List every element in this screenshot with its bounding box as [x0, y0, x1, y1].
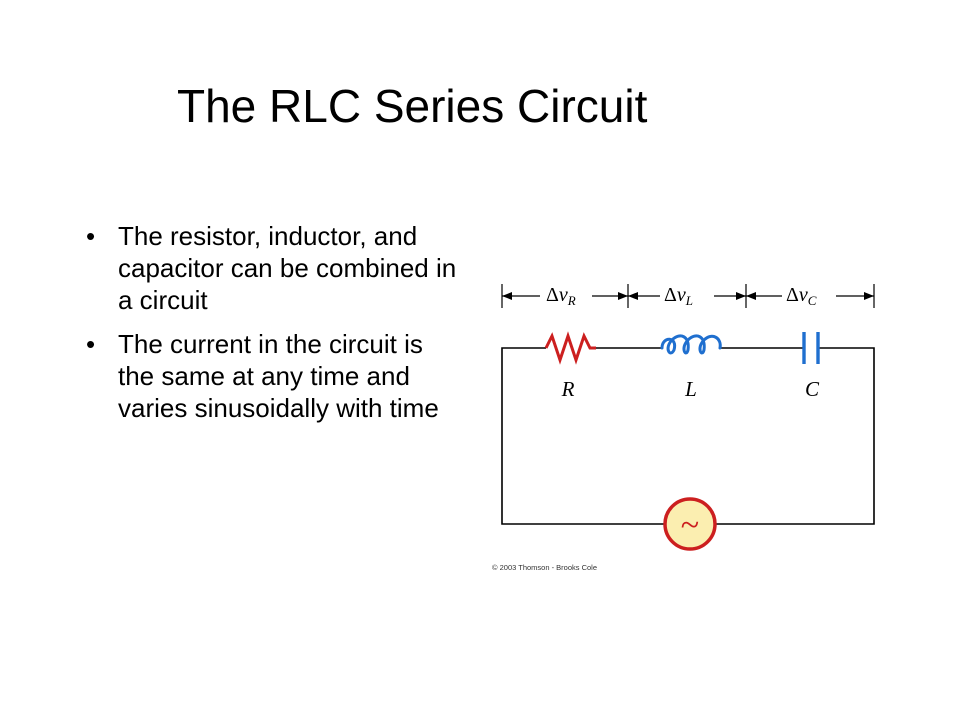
rlc-circuit-diagram: ΔvR ΔvL ΔvC R L C	[484, 270, 888, 576]
voltage-label-capacitor: ΔvC	[786, 284, 817, 308]
bullet-item: The current in the circuit is the same a…	[86, 328, 466, 424]
circuit-wires	[501, 347, 875, 525]
copyright-notice: © 2003 Thomson - Brooks Cole	[492, 563, 597, 572]
inductor-label: L	[684, 377, 697, 401]
bullet-list: The resistor, inductor, and capacitor ca…	[86, 220, 466, 436]
resistor-label: R	[561, 377, 575, 401]
ac-source-icon: ~	[663, 497, 717, 551]
bullet-text: The current in the circuit is the same a…	[118, 329, 439, 423]
voltage-label-resistor: ΔvR	[546, 284, 576, 308]
bullet-text: The resistor, inductor, and capacitor ca…	[118, 221, 457, 315]
voltage-dimension-lines	[501, 284, 875, 308]
resistor-symbol	[544, 331, 596, 365]
bullet-item: The resistor, inductor, and capacitor ca…	[86, 220, 466, 316]
voltage-label-inductor: ΔvL	[664, 284, 693, 308]
ac-source-symbol: ~	[681, 507, 699, 544]
capacitor-label: C	[805, 377, 820, 401]
slide-title: The RLC Series Circuit	[177, 80, 648, 132]
inductor-symbol	[660, 334, 722, 355]
capacitor-symbol	[802, 332, 820, 364]
